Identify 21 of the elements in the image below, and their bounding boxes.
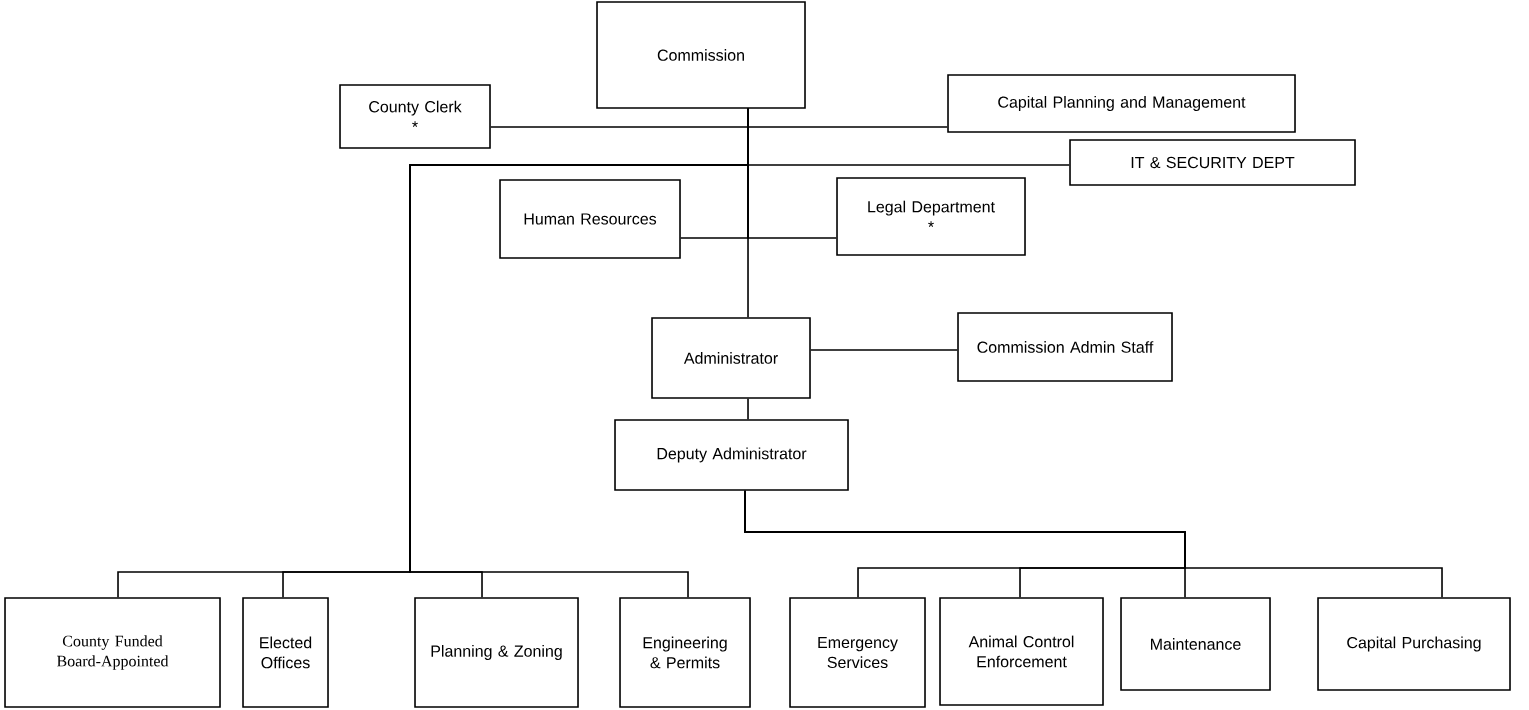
connector-line	[810, 349, 958, 351]
org-box: Engineering & Permits	[619, 597, 751, 708]
org-box: Planning & Zoning	[414, 597, 579, 708]
org-box: Elected Offices	[242, 597, 329, 708]
org-box: Animal Control Enforcement	[939, 597, 1104, 706]
connector-line	[744, 490, 1443, 598]
org-box: Administrator	[651, 317, 811, 399]
org-box: Capital Planning and Management	[947, 74, 1296, 133]
org-box: Human Resources	[499, 179, 681, 259]
org-box: County Clerk *	[339, 84, 491, 149]
org-box: Deputy Administrator	[614, 419, 849, 491]
org-box: Capital Purchasing	[1317, 597, 1511, 691]
org-box: Legal Department *	[836, 177, 1026, 256]
connector-line	[747, 398, 749, 420]
connector-line	[117, 108, 1070, 598]
org-box: IT & SECURITY DEPT	[1069, 139, 1356, 186]
org-box: Emergency Services	[789, 597, 926, 708]
org-box: Commission	[596, 1, 806, 109]
org-box: County Funded Board-Appointed	[4, 597, 221, 708]
org-box: Maintenance	[1120, 597, 1271, 691]
org-box: Commission Admin Staff	[957, 312, 1173, 382]
